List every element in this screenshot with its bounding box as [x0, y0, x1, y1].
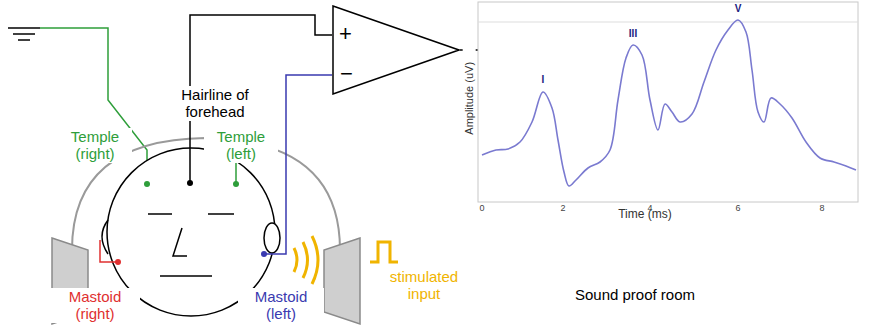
ground-symbol: [8, 28, 40, 40]
electrode-label: Temple (left): [204, 128, 278, 163]
temple-electrode: [144, 181, 150, 187]
inverting-input-sign: −: [340, 63, 353, 85]
amplifier-symbol: +−: [332, 5, 460, 95]
electrode-label: Temple (right): [58, 128, 132, 163]
peak-label: I: [537, 74, 549, 86]
inverting-wire: [264, 75, 332, 254]
plot-header-rule: [478, 22, 858, 23]
electrode-label: Mastoid (right): [50, 288, 140, 323]
tick-label: 2: [557, 203, 569, 213]
mastoid-electrode: [115, 259, 121, 265]
peak-label: III: [624, 28, 642, 40]
region-label: Hairline of forehead: [160, 86, 270, 121]
abr-waveform: [482, 20, 856, 186]
noninverting-input-sign: +: [339, 23, 352, 45]
ground-wire: [40, 28, 147, 182]
headphone-cup: [324, 238, 360, 324]
tick-label: 0: [476, 203, 488, 213]
axis-title: Time (ms): [610, 208, 680, 222]
sound-waves: [294, 236, 318, 284]
electrode-label: Mastoid (left): [238, 288, 324, 323]
tick-label: 8: [816, 203, 828, 213]
amplifier-triangle: [333, 6, 459, 94]
stimulus-pulse: [370, 242, 398, 262]
peak-label: V: [731, 3, 745, 15]
face: [148, 214, 234, 276]
mastoid-lead: [100, 240, 118, 262]
axis-title: Amplitude (uV): [463, 43, 476, 153]
room-note: Sound proof room: [560, 286, 710, 303]
stimulus-label: stimulated input: [382, 268, 466, 303]
mastoid-electrode: [261, 251, 267, 257]
right-ear: [102, 220, 108, 254]
left-ear: [264, 223, 280, 253]
tick-label: 4: [644, 203, 656, 213]
waveform: [482, 20, 856, 186]
plot-frame: [478, 2, 858, 202]
temple-electrode: [233, 181, 239, 187]
tick-label: 6: [732, 203, 744, 213]
forehead-electrode: [187, 180, 193, 186]
